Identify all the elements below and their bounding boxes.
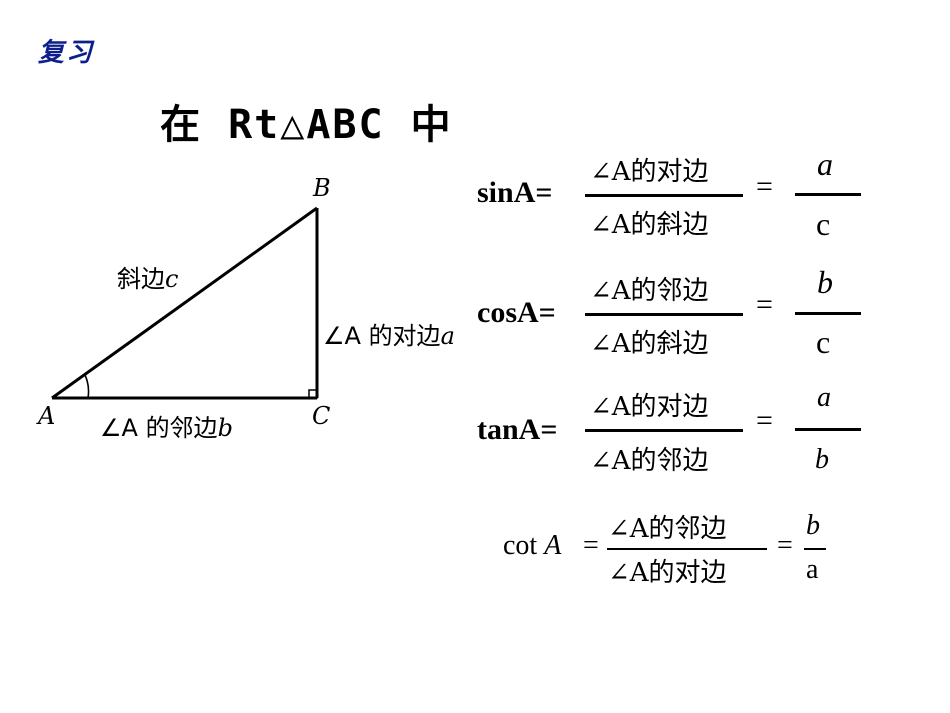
tan-ratio-bar	[795, 428, 861, 431]
sin-fraction-bar	[585, 194, 743, 197]
tan-function-label: tanA=	[477, 413, 558, 446]
tan-fraction-bar	[585, 429, 743, 432]
cot-var: A	[544, 530, 562, 561]
tan-ratio-numerator: a	[817, 382, 831, 413]
cot-ratio-bar	[804, 548, 826, 550]
adjacent-var: b	[217, 414, 233, 442]
cos-denominator: ∠A的斜边	[590, 329, 709, 359]
sin-denominator: ∠A的斜边	[590, 210, 709, 240]
cot-fn: cot	[503, 530, 538, 561]
opposite-var: a	[440, 322, 455, 350]
cos-ratio-bar	[795, 312, 861, 315]
review-label: 复习	[38, 38, 95, 68]
cot-numerator: ∠A的邻边	[608, 514, 727, 544]
cot-ratio-denominator: a	[806, 554, 819, 585]
hypotenuse-line	[51, 206, 318, 400]
cot-denominator: ∠A的对边	[608, 558, 727, 588]
adjacent-label: ∠A 的邻边	[100, 414, 218, 442]
cos-equals: =	[756, 288, 773, 321]
sin-numerator: ∠A的对边	[590, 157, 709, 187]
sin-ratio-numerator: a	[817, 146, 833, 182]
cot-equals: =	[583, 530, 599, 561]
sin-equals: =	[756, 170, 773, 203]
hypotenuse-var: c	[165, 265, 179, 293]
cos-function-label: cosA=	[477, 296, 556, 329]
cot-function-label: cot A	[503, 530, 561, 562]
sin-function-label: sinA=	[477, 176, 553, 209]
sin-ratio-denominator: c	[816, 206, 831, 242]
hypotenuse-caption: 斜边c	[117, 259, 178, 294]
angle-a-arc	[84, 374, 90, 399]
tan-equals: =	[756, 404, 773, 437]
cos-numerator: ∠A的邻边	[590, 276, 709, 306]
cos-ratio-denominator: c	[816, 324, 831, 360]
opposite-caption: ∠A 的对边a	[323, 316, 455, 351]
cot-ratio-numerator: b	[806, 510, 820, 541]
tan-ratio-denominator: b	[815, 444, 829, 475]
cot-equals-2: =	[777, 530, 793, 561]
tan-denominator: ∠A的邻边	[590, 446, 709, 476]
hypotenuse-label: 斜边	[117, 265, 165, 293]
adjacent-caption: ∠A 的邻边b	[100, 408, 233, 443]
right-angle-mark	[308, 389, 318, 399]
right-triangle-diagram	[51, 206, 319, 400]
opposite-label: ∠A 的对边	[323, 322, 441, 350]
page-title: 在 Rt△ABC 中	[160, 102, 453, 148]
tan-numerator: ∠A的对边	[590, 392, 709, 422]
cot-fraction-bar	[607, 548, 767, 550]
sin-ratio-bar	[795, 193, 861, 196]
vertex-b-label: B	[313, 174, 331, 202]
cos-fraction-bar	[585, 313, 743, 316]
cos-ratio-numerator: b	[817, 264, 833, 300]
vertex-c-label: C	[312, 402, 331, 430]
vertex-a-label: A	[38, 402, 56, 430]
